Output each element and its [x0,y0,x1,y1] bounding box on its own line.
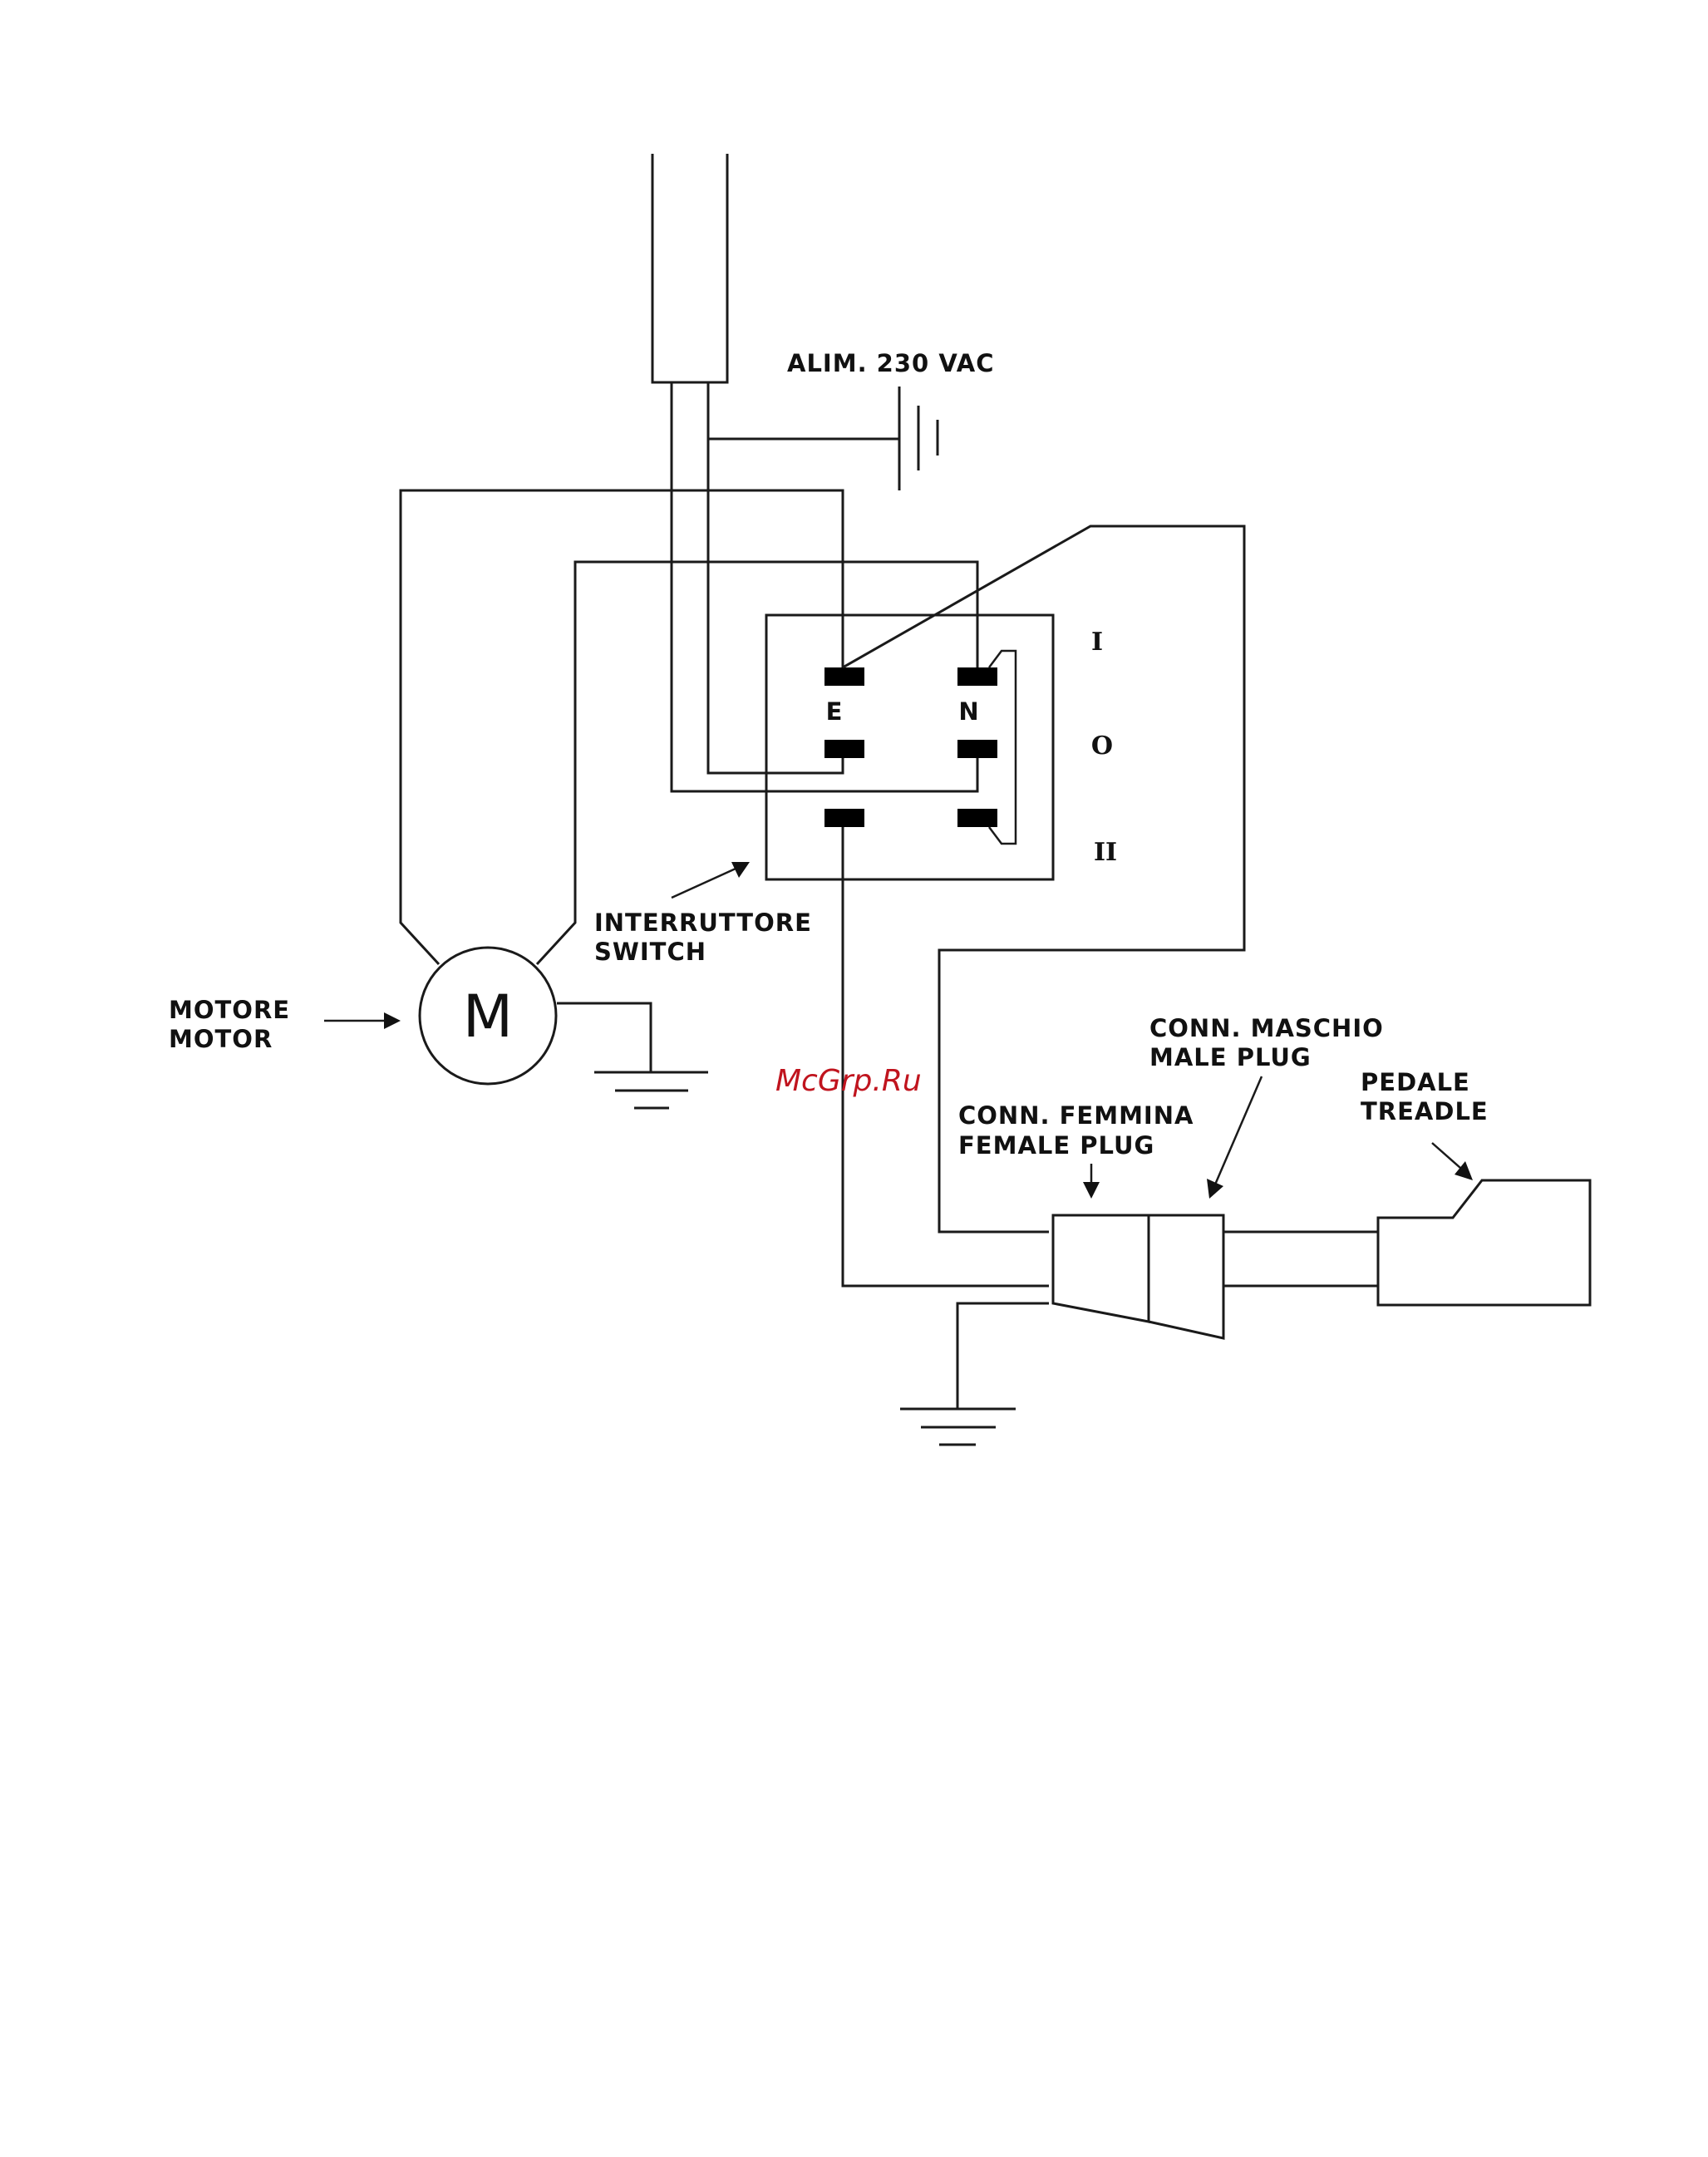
terminal-n-bottom [957,809,997,827]
switch-position-0: O [1091,731,1113,761]
switch-label-en: SWITCH [594,938,706,966]
switch-position-1: I [1091,628,1103,657]
treadle-label-en: TREADLE [1361,1097,1489,1125]
wires [401,382,1378,1409]
female-plug-label-it: CONN. FEMMINA [958,1101,1194,1130]
motor-label-it: MOTORE [169,996,290,1024]
motor-label-en: MOTOR [169,1025,273,1053]
male-plug-arrow [1207,1179,1223,1199]
power-cable [652,154,727,382]
switch-terminals [824,667,997,827]
motor: M [420,948,556,1084]
motor-earth-symbol [594,1072,708,1108]
female-plug [1053,1215,1149,1322]
terminal-e-bottom [824,809,864,827]
switch-label-it: INTERRUTTORE [594,909,812,937]
female-plug-label-en: FEMALE PLUG [958,1131,1154,1160]
motor-arrow [384,1012,401,1029]
motor-symbol: M [463,982,513,1051]
male-plug-label-en: MALE PLUG [1149,1043,1312,1071]
terminal-n-mid [957,740,997,758]
power-label: ALIM. 230 VAC [787,349,995,377]
male-plug [1149,1215,1223,1338]
terminal-e-mid [824,740,864,758]
male-plug-label-it: CONN. MASCHIO [1149,1014,1384,1042]
watermark: McGrp.Ru [775,1064,922,1098]
terminal-e-top [824,667,864,686]
treadle-pedal [1378,1180,1590,1305]
switch-position-2: II [1094,838,1117,867]
terminal-e-label: E [826,697,844,726]
terminal-n-top [957,667,997,686]
female-plug-arrow [1083,1182,1100,1199]
plug-connector [1053,1215,1223,1338]
terminal-n-label: N [958,697,979,726]
connector-earth-symbol [900,1409,1016,1445]
power-earth-symbol [899,387,938,490]
treadle-label-it: PEDALE [1361,1068,1470,1096]
switch-housing [766,615,1053,879]
